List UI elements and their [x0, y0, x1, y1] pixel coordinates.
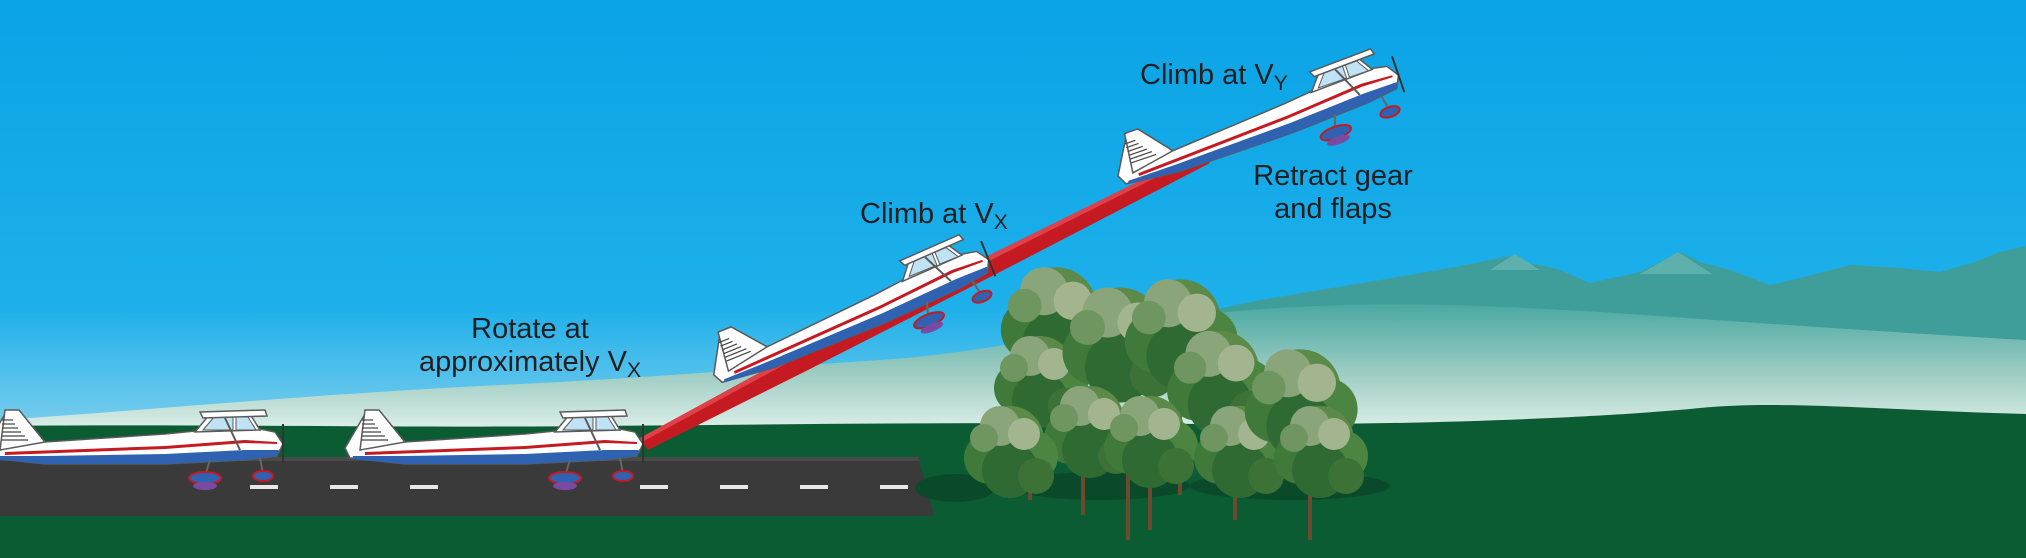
label-retract: Retract gear and flaps	[1253, 160, 1413, 225]
flight-path-highlight	[640, 153, 1199, 442]
runway-centerline	[250, 485, 908, 489]
mountain-peaks	[1490, 252, 1712, 274]
trees	[964, 267, 1368, 540]
label-climb-vx: Climb at VX	[860, 198, 1008, 234]
label-climb-vy: Climb at VY	[1140, 59, 1288, 95]
label-rotate: Rotate at approximately VX	[419, 313, 641, 382]
runway	[0, 457, 934, 516]
